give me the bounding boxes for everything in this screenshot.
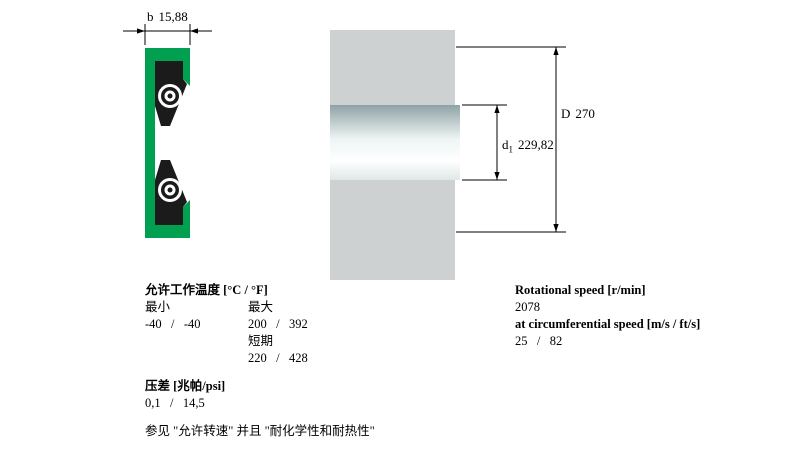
dim-b-lines [123, 24, 212, 45]
seal-casing-top [145, 48, 190, 61]
dim-D-symbol: D [561, 106, 571, 121]
seal-casing-right-top [183, 61, 190, 86]
reference-note: 参见 "允许转速" 并且 "耐化学性和耐热性" [145, 424, 375, 438]
dim-D-label: D 270 [561, 106, 595, 122]
dim-D-lines [456, 46, 566, 233]
dim-d1-value: 229,82 [518, 137, 554, 152]
rotational-speed-value: 2078 [515, 300, 540, 314]
temp-max-cell: 200 / 392 短期 220 / 428 [248, 316, 505, 367]
garter-spring-bottom [158, 178, 182, 202]
spring-center [167, 93, 173, 99]
temp-max-label: 最大 [248, 300, 274, 314]
dim-d1-label: d1 229,82 [502, 137, 554, 155]
temp-min-label: 最小 [145, 300, 171, 314]
temp-short-label: 短期 [248, 334, 274, 348]
operating-specs: 允许工作温度 [°C / °F] 最小 最大 -40 / -40 200 / 3… [145, 282, 505, 440]
dim-b-symbol: b [147, 9, 154, 24]
temp-min-value: -40 / -40 [145, 317, 201, 331]
temp-max-value: 200 / 392 [248, 317, 308, 331]
circumferential-speed-title: at circumferential speed [m/s / ft/s] [515, 317, 701, 331]
dim-b-value: 15,88 [158, 9, 188, 24]
dim-d1-lines [462, 104, 507, 181]
temperature-title: 允许工作温度 [°C / °F] [145, 283, 268, 297]
circumferential-speed-value: 25 / 82 [515, 334, 563, 348]
garter-spring-top [158, 84, 182, 108]
dim-b-label: b 15,88 [147, 9, 188, 25]
temperature-table: 最小 最大 -40 / -40 200 / 392 短期 220 / 428 [145, 299, 505, 367]
dim-D-value: 270 [575, 106, 595, 121]
housing-cross-section [330, 30, 460, 280]
shaft [330, 105, 460, 180]
seal-cross-section [145, 48, 190, 238]
seal-casing-left [145, 48, 155, 238]
pressure-title: 压差 [兆帕/psi] [145, 379, 226, 393]
temp-short-value: 220 / 428 [248, 351, 308, 365]
seal-casing-bottom [145, 225, 190, 238]
pressure-value: 0,1 / 14,5 [145, 396, 205, 410]
seal-casing-right-bottom [183, 200, 190, 225]
rotational-speed-title: Rotational speed [r/min] [515, 283, 646, 297]
dim-d1-symbol: d [502, 137, 509, 152]
spring-center [167, 187, 173, 193]
dim-d1-subscript: 1 [508, 144, 514, 155]
speed-specs: Rotational speed [r/min] 2078 at circumf… [515, 282, 785, 350]
